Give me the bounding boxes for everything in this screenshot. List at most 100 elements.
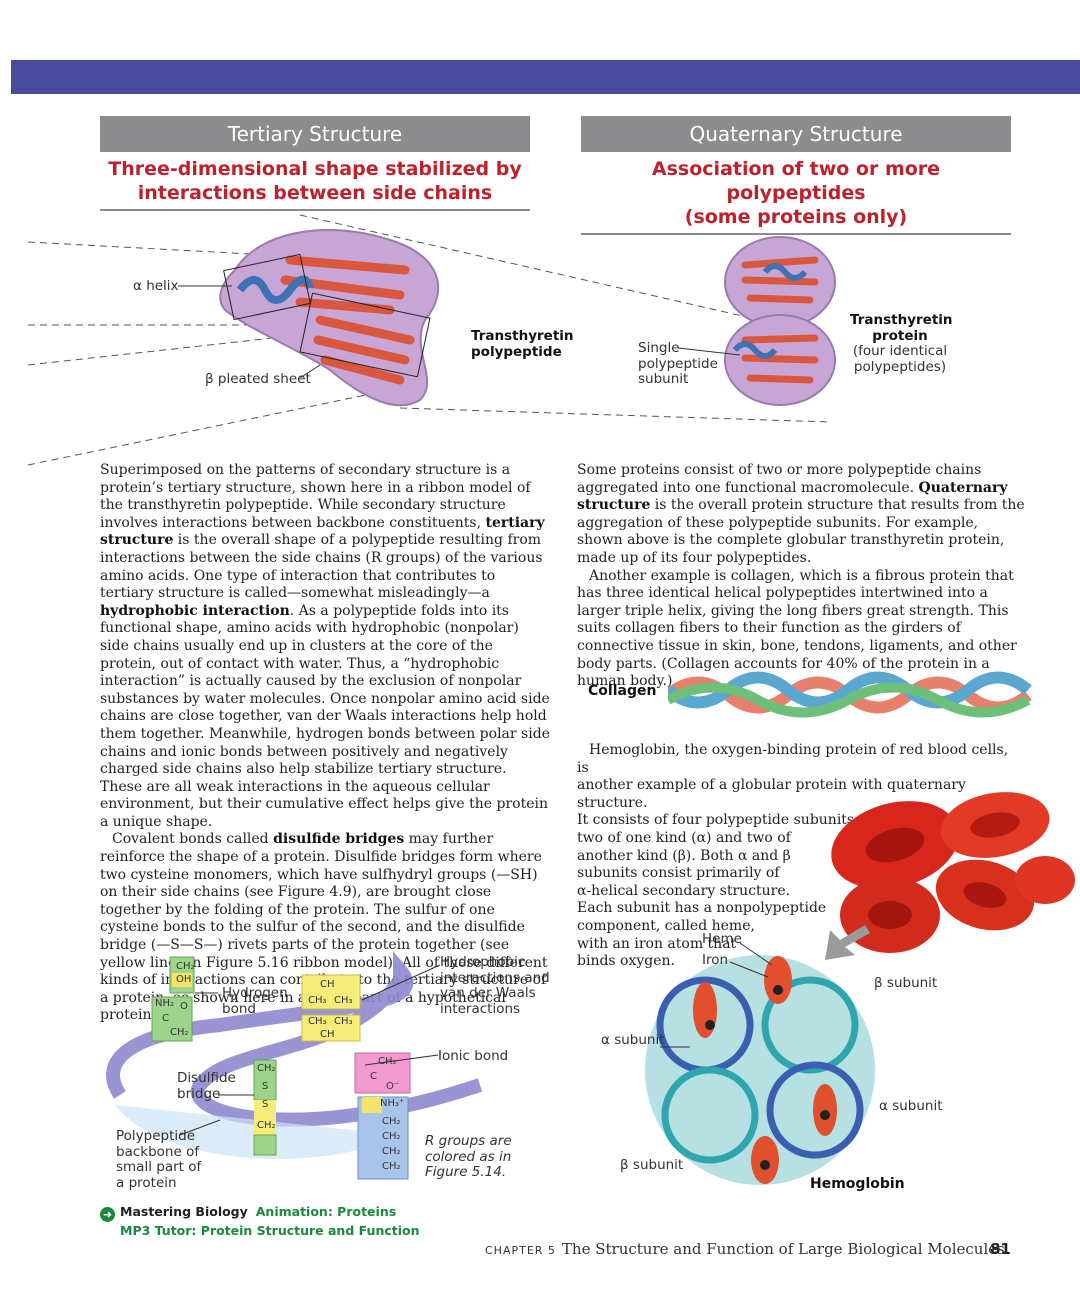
footer-chapter: CHAPTER 5 <box>485 1244 556 1257</box>
tt-protein-label-1: Transthyretin <box>850 312 953 328</box>
backbone-label-4: a protein <box>116 1174 177 1191</box>
tt-protein-label-3: (four identical <box>852 343 948 359</box>
lt-p1c: is the overall shape of a polypeptide re… <box>100 532 543 602</box>
ch3-group-4: CH₃ <box>334 1016 353 1027</box>
carbon-atom: C <box>162 1013 169 1024</box>
hb-line-5: another kind (β). Both α and β <box>577 847 791 864</box>
tertiary-subtitle-line2: interactions between side chains <box>137 182 493 204</box>
mp3-tutor-link[interactable]: MP3 Tutor: Protein Structure and Functio… <box>120 1223 420 1238</box>
beta-subunit-top-label: β subunit <box>874 975 938 991</box>
transthyretin-figure <box>27 214 836 466</box>
tertiary-subtitle: Three-dimensional shape stabilized by in… <box>100 157 530 211</box>
footer-title: The Structure and Function of Large Biol… <box>561 1240 1005 1258</box>
quaternary-body-text: Some proteins consist of two or more pol… <box>577 462 1025 691</box>
hbond-label-2: bond <box>222 1000 256 1017</box>
backbone-label-2: backbone of <box>116 1143 200 1160</box>
term-quaternary-structure: Quaternary structure <box>577 479 1008 514</box>
quaternary-subtitle-line2: (some proteins only) <box>684 206 908 228</box>
collagen-label: Collagen <box>588 683 657 699</box>
hb-line-3: It consists of four polypeptide subunits… <box>577 812 859 829</box>
tertiary-paragraph-2: Covalent bonds called disulfide bridges … <box>100 831 550 1025</box>
disulfide-label-2: bridge <box>177 1085 221 1102</box>
iron-label: Iron <box>702 952 729 968</box>
mastering-brand: Mastering Biology <box>120 1204 248 1219</box>
hb-line-9: component, called heme, <box>577 917 755 934</box>
hemoglobin-paragraph: Hemoglobin, the oxygen-binding protein o… <box>577 742 1017 971</box>
hydrophobic-label-3: van der Waals <box>440 985 536 1001</box>
ch2-chain-2: CH₂ <box>382 1131 401 1142</box>
backbone-label-1: Polypeptide <box>116 1128 196 1144</box>
transthyretin-polypeptide-label: Transthyretin polypeptide <box>471 328 574 360</box>
transthyretin-protein-label: Transthyretin protein (four identical po… <box>850 312 953 375</box>
ch-group-top: CH <box>320 979 335 990</box>
ch3-group-3: CH₃ <box>308 1016 327 1027</box>
hbond-label-1: Hydrogen <box>222 985 288 1001</box>
quaternary-title: Quaternary Structure <box>581 116 1011 152</box>
tt-protein-label-2: protein <box>872 327 928 344</box>
backbone-label-3: small part of <box>116 1159 202 1175</box>
rt-p1c: is the overall protein structure that re… <box>577 497 1025 566</box>
hb-line-6: subunits consist primarily of <box>577 865 780 882</box>
quaternary-paragraph-2: Another example is collagen, which is a … <box>577 567 1017 690</box>
ch3-group-1: CH₃ <box>308 995 327 1006</box>
lt-p1a: Superimposed on the patterns of secondar… <box>100 462 531 531</box>
page-number: 81 <box>990 1240 1011 1258</box>
quaternary-protein <box>724 236 836 406</box>
lt-p1e: . As a polypeptide folds into its functi… <box>100 602 550 830</box>
ch2-chain-1: CH₂ <box>382 1116 401 1127</box>
hb-line-11: binds oxygen. <box>577 953 675 970</box>
tertiary-paragraph-1: Superimposed on the patterns of secondar… <box>100 462 550 831</box>
helix-box <box>223 253 311 321</box>
single-subunit-label: Single polypeptide subunit <box>638 340 718 388</box>
single-label-3: subunit <box>638 371 689 387</box>
animation-proteins-link[interactable]: Animation: Proteins <box>255 1204 397 1219</box>
beta-sheet-label: β pleated sheet <box>205 371 311 387</box>
ch2-chain-4: CH₂ <box>382 1161 401 1172</box>
hydrogen-bond-label: Hydrogen bond <box>222 985 288 1017</box>
collagen-figure <box>668 671 1032 718</box>
ch2-chain-3: CH₂ <box>382 1146 401 1157</box>
polypeptide-backbone <box>106 951 483 1127</box>
quaternary-subtitle: Association of two or more polypeptides … <box>581 157 1011 235</box>
pointer-arrow <box>825 925 870 960</box>
alpha-helix-ribbon <box>236 275 314 304</box>
red-blood-cells <box>831 792 1075 953</box>
page-footer: CHAPTER 5 The Structure and Function of L… <box>485 1240 1005 1258</box>
beta-subunit-bottom-label: β subunit <box>620 1157 684 1173</box>
quaternary-header: Quaternary Structure Association of two … <box>581 116 1011 235</box>
single-label-2: polypeptide <box>638 355 718 372</box>
tertiary-body-text: Superimposed on the patterns of secondar… <box>100 462 550 1025</box>
ch2-cys-top: CH₂ <box>257 1063 276 1074</box>
ionic-bond-label: Ionic bond <box>438 1048 509 1064</box>
disulfide-bridge-label: Disulfide bridge <box>177 1070 236 1102</box>
hb-line-1: Hemoglobin, the oxygen-binding protein o… <box>577 742 1009 776</box>
tertiary-title: Tertiary Structure <box>100 116 530 152</box>
nh2-group: NH₂ <box>155 998 175 1009</box>
alpha-helix-label: α helix <box>133 278 179 294</box>
ch2-amide: CH₂ <box>170 1027 189 1038</box>
rgroups-line-3: Figure 5.14. <box>425 1164 507 1180</box>
tertiary-subtitle-line1: Three-dimensional shape stabilized by <box>108 158 522 180</box>
hydrophobic-label-1: Hydrophobic <box>440 954 526 970</box>
hb-line-2: another example of a globular protein wi… <box>577 777 966 811</box>
hb-line-8: Each subunit has a nonpolypeptide <box>577 900 827 917</box>
disulfide-label-1: Disulfide <box>177 1070 236 1086</box>
hemoglobin-label: Hemoglobin <box>810 1176 905 1192</box>
mastering-biology-links: ➜ Mastering Biology Animation: Proteins M… <box>100 1203 420 1239</box>
interactions-figure <box>106 951 483 1180</box>
tertiary-header: Tertiary Structure Three-dimensional sha… <box>100 116 530 211</box>
hb-line-10: with an iron atom that <box>577 935 737 952</box>
o-atom: O <box>180 1001 188 1012</box>
sulfur-2: S <box>262 1099 269 1110</box>
ch-group-bottom: CH <box>320 1029 335 1040</box>
term-tertiary-structure: tertiary structure <box>100 514 545 549</box>
term-disulfide-bridges: disulfide bridges <box>273 831 405 848</box>
arrow-right-icon: ➜ <box>100 1207 115 1222</box>
rgroups-line-2: colored as in <box>425 1148 512 1165</box>
heme-label: Heme <box>702 931 742 947</box>
ch3-group-2: CH₃ <box>334 995 353 1006</box>
hb-line-7: α-helical secondary structure. <box>577 882 791 899</box>
hemoglobin-molecule <box>645 955 875 1185</box>
lt-p2a: Covalent bonds called <box>112 831 274 848</box>
quaternary-subtitle-line1: Association of two or more polypeptides <box>651 158 941 204</box>
